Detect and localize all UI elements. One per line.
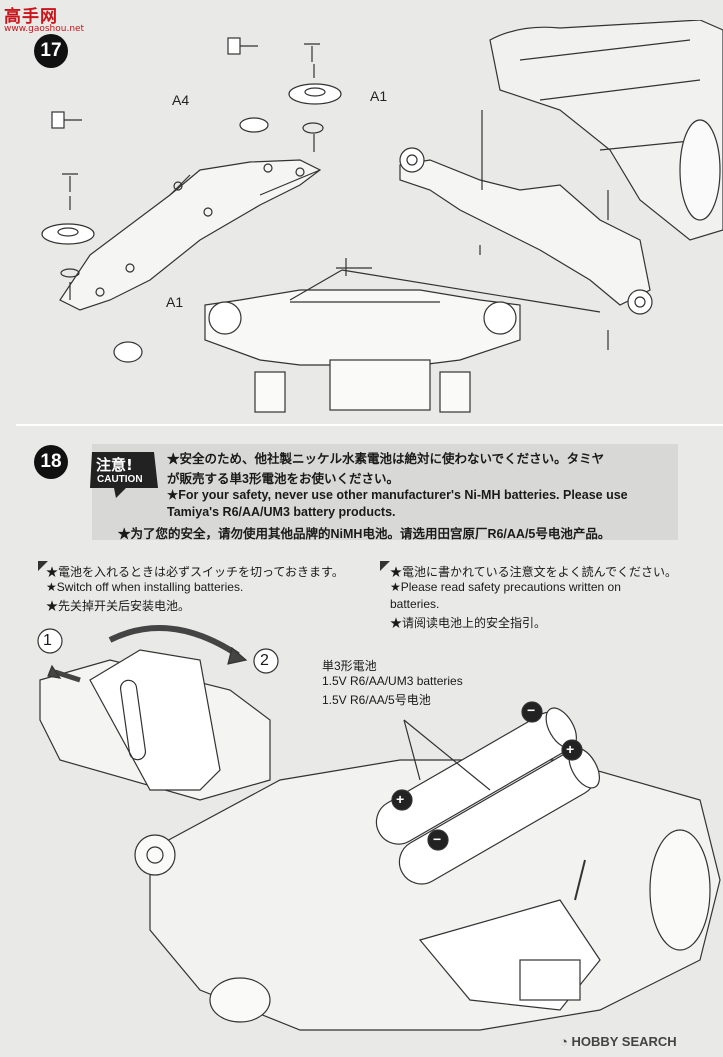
note-right-line-3: batteries. (390, 597, 440, 611)
step-17-number: 17 (34, 34, 68, 68)
battery-label-zh: 1.5V R6/AA/5号电池 (322, 693, 431, 707)
caution-line-1: ★安全のため、他社製ニッケル水素電池は絶対に使わないでください。タミヤ (167, 452, 605, 466)
footer-logo-icon: ◔ (560, 1034, 572, 1049)
footer-brand: ◔ HOBBY SEARCH (560, 1034, 677, 1049)
battery-plus-sign-2: + (566, 741, 575, 757)
battery-minus-sign-1: − (527, 702, 536, 718)
note-left-triangle-icon (38, 561, 48, 571)
watermark-url: www.gaoshou.net (4, 24, 85, 34)
watermark-logo: 高手网 www.gaoshou.net (4, 2, 84, 38)
battery-minus-sign-2: − (433, 831, 442, 847)
note-right-line-2: ★Please read safety precautions written … (390, 580, 621, 594)
label-a4: A4 (172, 92, 190, 108)
caution-line-5: ★为了您的安全，请勿使用其他品牌的NiMH电池。请选用田宫原厂R6/AA/5号电… (118, 527, 611, 541)
step-18-illustration (37, 625, 721, 1031)
step-18-number: 18 (34, 445, 68, 479)
caution-box: ★安全のため、他社製ニッケル水素電池は絶対に使わないでください。タミヤ が販売す… (92, 444, 678, 541)
note-left-line-1: ★電池を入れるときは必ずスイッチを切っておきます。 (46, 565, 344, 579)
switch-step-1: 1 (43, 632, 52, 649)
caution-line-3: ★For your safety, never use other manufa… (167, 488, 628, 502)
caution-badge-ja: 注意! (96, 456, 133, 474)
caution-badge-icon (90, 452, 158, 498)
caution-line-4: Tamiya's R6/AA/UM3 battery products. (167, 505, 396, 519)
note-left-line-3: ★先关掉开关后安装电池。 (46, 599, 191, 613)
watermark-text: 高手网 (4, 7, 58, 27)
label-a1-bottom: A1 (166, 294, 184, 310)
label-a1-top: A1 (370, 88, 388, 104)
battery-plus-sign-1: + (396, 791, 405, 807)
footer-brand-text: HOBBY SEARCH (571, 1034, 677, 1049)
battery-label-en: 1.5V R6/AA/UM3 batteries (322, 674, 463, 688)
section-divider (16, 424, 723, 426)
note-right-line-4: ★请阅读电池上的安全指引。 (390, 616, 547, 630)
battery-label-ja: 単3形電池 (322, 659, 377, 673)
caution-badge-en: CAUTION (97, 474, 143, 485)
switch-step-2: 2 (260, 652, 269, 669)
step-17-illustration (41, 20, 723, 413)
note-right-line-1: ★電池に書かれている注意文をよく読んでください。 (390, 565, 678, 579)
caution-line-2: が販売する単3形電池をお使いください。 (167, 472, 399, 486)
note-left-line-2: ★Switch off when installing batteries. (46, 580, 244, 594)
note-right-triangle-icon (380, 561, 390, 571)
